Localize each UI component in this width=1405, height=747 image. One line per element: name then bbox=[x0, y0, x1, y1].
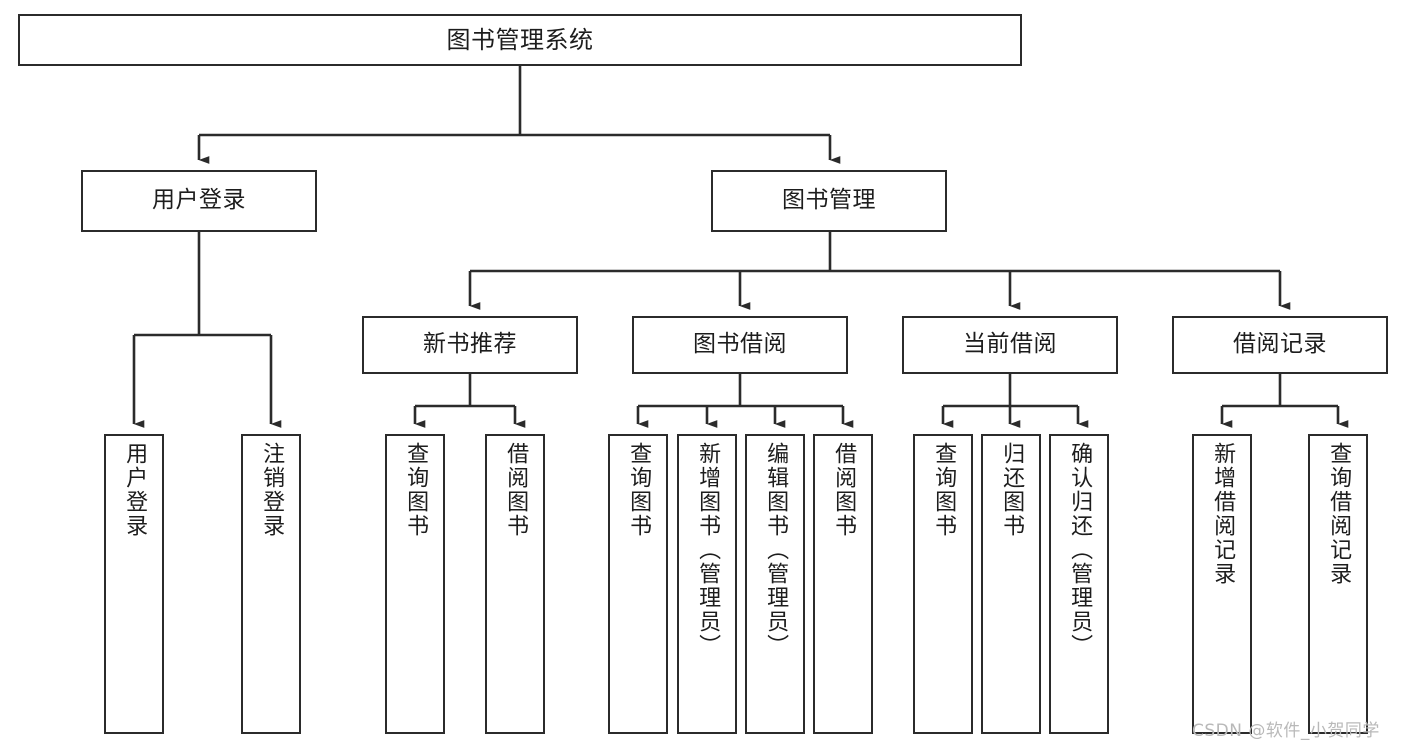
node-label: 借阅记录 bbox=[1233, 331, 1327, 358]
node-label: 注销登录 bbox=[259, 442, 285, 538]
node-leaf-return-book[interactable]: 归还图书 bbox=[981, 434, 1041, 734]
node-label: 图书借阅 bbox=[693, 331, 787, 358]
node-leaf-query-book-recommend[interactable]: 查询图书 bbox=[385, 434, 445, 734]
node-label: 用户登录 bbox=[152, 187, 246, 214]
node-label: 新增借阅记录 bbox=[1210, 442, 1236, 586]
node-label: 查询图书 bbox=[626, 442, 652, 538]
node-label: 用户登录 bbox=[122, 442, 148, 538]
node-label: 编辑图书（管理员） bbox=[763, 442, 789, 658]
node-label: 新书推荐 bbox=[423, 331, 517, 358]
node-current-borrow[interactable]: 当前借阅 bbox=[902, 316, 1118, 374]
node-leaf-logout[interactable]: 注销登录 bbox=[241, 434, 301, 734]
node-label: 查询图书 bbox=[931, 442, 957, 538]
node-new-book-recommend[interactable]: 新书推荐 bbox=[362, 316, 578, 374]
node-leaf-borrow-book[interactable]: 借阅图书 bbox=[813, 434, 873, 734]
node-label: 查询借阅记录 bbox=[1326, 442, 1352, 586]
node-label: 查询图书 bbox=[403, 442, 429, 538]
csdn-watermark: CSDN @软件_小贺同学 bbox=[1192, 721, 1380, 741]
node-leaf-query-book-borrow[interactable]: 查询图书 bbox=[608, 434, 668, 734]
node-leaf-edit-book-admin[interactable]: 编辑图书（管理员） bbox=[745, 434, 805, 734]
node-borrow-record[interactable]: 借阅记录 bbox=[1172, 316, 1388, 374]
node-user-login[interactable]: 用户登录 bbox=[81, 170, 317, 232]
node-book-management[interactable]: 图书管理 bbox=[711, 170, 947, 232]
node-leaf-user-login[interactable]: 用户登录 bbox=[104, 434, 164, 734]
node-leaf-query-book-current[interactable]: 查询图书 bbox=[913, 434, 973, 734]
node-leaf-add-borrow-record[interactable]: 新增借阅记录 bbox=[1192, 434, 1252, 734]
node-root-system[interactable]: 图书管理系统 bbox=[18, 14, 1022, 66]
node-leaf-confirm-return-admin[interactable]: 确认归还（管理员） bbox=[1049, 434, 1109, 734]
node-leaf-add-book-admin[interactable]: 新增图书（管理员） bbox=[677, 434, 737, 734]
node-leaf-query-borrow-record[interactable]: 查询借阅记录 bbox=[1308, 434, 1368, 734]
node-label: 借阅图书 bbox=[503, 442, 529, 538]
node-label: 当前借阅 bbox=[963, 331, 1057, 358]
node-leaf-borrow-book-recommend[interactable]: 借阅图书 bbox=[485, 434, 545, 734]
node-label: 借阅图书 bbox=[831, 442, 857, 538]
node-label: 新增图书（管理员） bbox=[695, 442, 721, 658]
node-label: 图书管理系统 bbox=[446, 25, 594, 54]
node-label: 图书管理 bbox=[782, 187, 876, 214]
node-book-borrow[interactable]: 图书借阅 bbox=[632, 316, 848, 374]
node-label: 确认归还（管理员） bbox=[1067, 442, 1093, 658]
node-label: 归还图书 bbox=[999, 442, 1025, 538]
